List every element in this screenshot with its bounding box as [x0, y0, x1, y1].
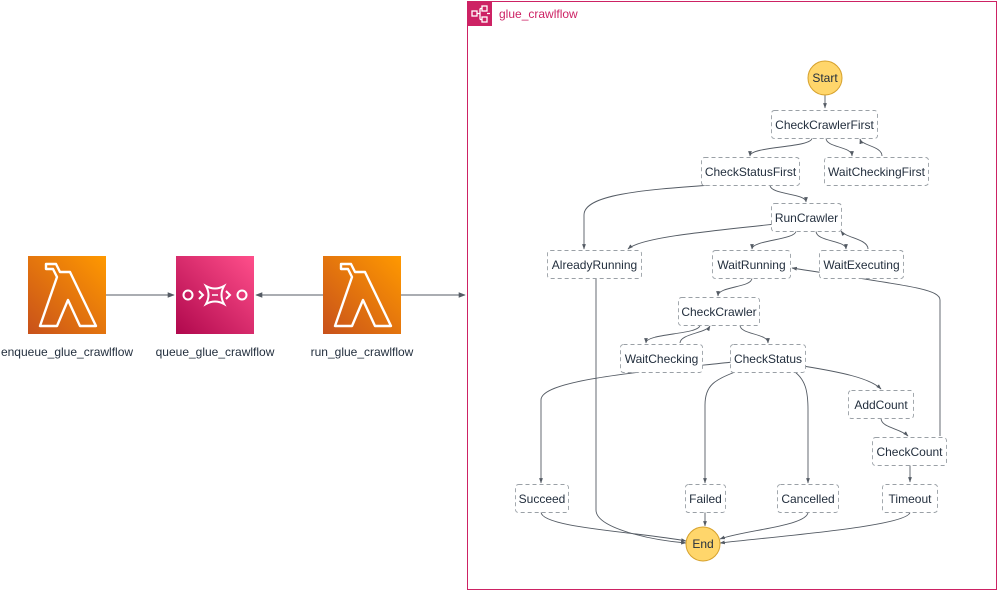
edge-timeout-end [719, 511, 911, 545]
start-label: Start [812, 71, 838, 85]
state-box-checkcrawler[interactable] [678, 297, 760, 326]
sqs-chevrons [198, 290, 232, 300]
state-waitchecking-label: WaitChecking [625, 352, 699, 366]
start-circle [807, 60, 843, 96]
state-box-waitexecuting[interactable] [819, 250, 904, 279]
edge-cs-addcount [802, 365, 882, 390]
state-checkcrawlerfirst-label: CheckCrawlerFirst [775, 118, 874, 132]
start-node[interactable]: Start [807, 60, 843, 96]
end-circle [685, 526, 721, 562]
state-box-addcount[interactable] [848, 390, 914, 419]
edge-csf-alreadyrunning [582, 184, 713, 250]
state-timeout-label: Timeout [889, 492, 933, 506]
edge-succeed-end [540, 511, 687, 542]
state-box-checkstatus[interactable] [730, 344, 806, 373]
lambda-glyph-icon [38, 262, 98, 328]
state-checkstatus-label: CheckStatus [734, 352, 802, 366]
edge-csf-runcrawler [769, 184, 808, 203]
edge-run-alreadyrunning [627, 223, 777, 250]
edge-cc-checkstatus [739, 324, 770, 344]
edge-alreadyrunning-end [595, 278, 687, 545]
queue-label: queue_glue_crawlflow [156, 345, 275, 359]
state-addcount-label: AddCount [854, 398, 908, 412]
edge-addcount-checkcount [880, 417, 909, 437]
state-waitcheckingfirst-label: WaitCheckingFirst [828, 165, 926, 179]
state-box-checkcrawlerfirst[interactable] [771, 110, 878, 139]
sqs-dot-left [182, 289, 194, 301]
state-box-failed[interactable] [685, 484, 726, 513]
step-functions-glyph [471, 5, 490, 23]
edge-waitchecking-cc [679, 325, 711, 344]
state-waitexecuting-label: WaitExecuting [823, 258, 899, 272]
edge-cc-waitchecking [644, 324, 701, 344]
state-box-succeed[interactable] [515, 484, 569, 513]
state-alreadyrunning-label: AlreadyRunning [552, 258, 637, 272]
edge-cs-succeed [539, 361, 734, 484]
enqueue-lambda[interactable]: enqueue_glue_crawlflow [1, 256, 133, 359]
edge-ccf-csf [748, 137, 813, 157]
edge-waitrunning-checkcrawler [716, 277, 753, 297]
state-failed-label: Failed [689, 492, 722, 506]
lambda-glyph-icon [333, 262, 393, 328]
edge-cs-failed [703, 371, 736, 484]
state-runcrawler-label: RunCrawler [775, 211, 838, 225]
state-checkstatusfirst-label: CheckStatusFirst [705, 165, 797, 179]
state-waitrunning-label: WaitRunning [717, 258, 785, 272]
state-cancelled-label: Cancelled [781, 492, 834, 506]
state-box-waitcheckingfirst[interactable] [824, 157, 929, 186]
end-label: End [692, 537, 713, 551]
edge-wcf-ccf [859, 138, 883, 157]
state-box-cancelled[interactable] [777, 484, 839, 513]
edge-waitexec-run [840, 230, 869, 250]
enqueue-label: enqueue_glue_crawlflow [1, 345, 133, 359]
queue-sqs[interactable]: queue_glue_crawlflow [156, 256, 275, 359]
run-label: run_glue_crawlflow [311, 345, 414, 359]
state-box-alreadyrunning[interactable] [547, 250, 642, 279]
edge-ccf-wcf [825, 137, 854, 157]
group-border [467, 1, 997, 590]
state-machine-group: glue_crawlflow [467, 1, 997, 590]
edge-run-waitrunning [750, 230, 797, 250]
edge-cs-cancelled [794, 371, 810, 484]
sqs-dot-right [236, 289, 248, 301]
state-box-runcrawler[interactable] [771, 203, 842, 232]
state-succeed-label: Succeed [519, 492, 566, 506]
state-box-timeout[interactable] [882, 484, 938, 513]
state-box-checkstatusfirst[interactable] [701, 157, 800, 186]
state-machine-title: glue_crawlflow [499, 7, 578, 21]
state-box-waitrunning[interactable] [712, 250, 791, 279]
state-checkcount-label: CheckCount [876, 445, 943, 459]
state-checkcrawler-label: CheckCrawler [681, 305, 756, 319]
edge-run-waitexecuting [815, 230, 848, 250]
state-box-checkcount[interactable] [872, 437, 947, 466]
end-node[interactable]: End [685, 526, 721, 562]
state-box-waitchecking[interactable] [620, 344, 703, 373]
run-lambda[interactable]: run_glue_crawlflow [311, 256, 414, 359]
edge-cancelled-end [719, 511, 809, 540]
sqs-envelope [203, 283, 227, 307]
